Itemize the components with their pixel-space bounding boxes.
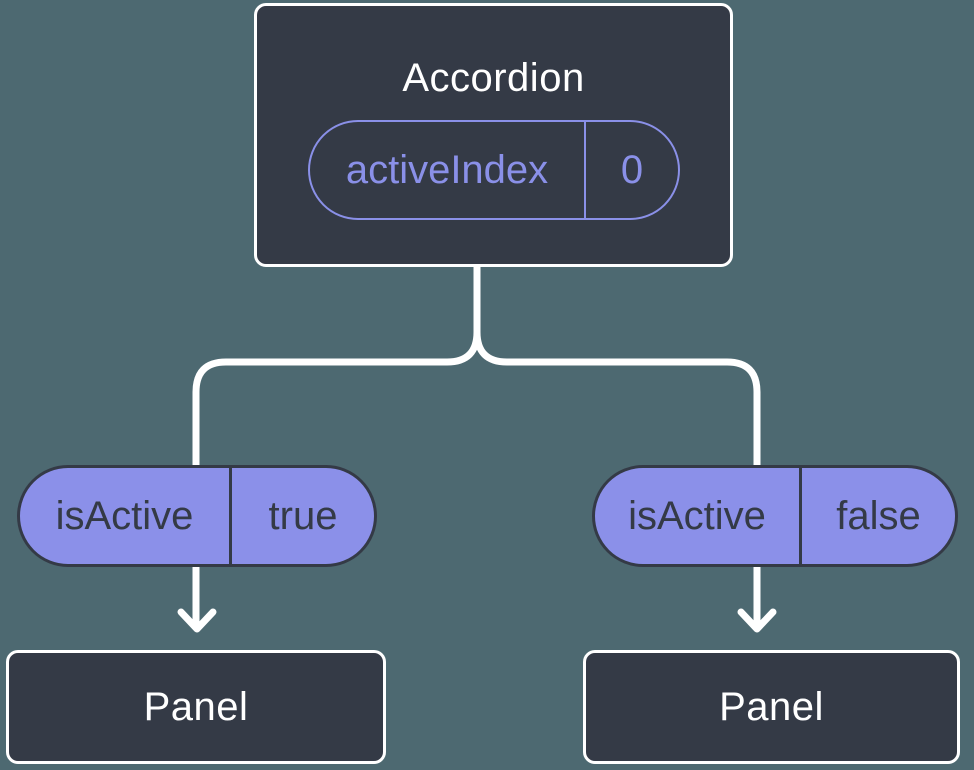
left-panel-node: Panel [6,650,386,764]
panel-node-title: Panel [719,685,824,729]
prop-name-label: isActive [595,468,802,564]
right-arrowhead-icon [737,608,777,633]
prop-value-label: false [836,494,921,538]
prop-name-label: isActive [20,468,232,564]
state-name-label: activeIndex [310,122,586,218]
left-is-active-prop-pill: isActive true [17,465,377,567]
active-index-state-pill: activeIndex 0 [308,120,680,220]
accordion-node-title: Accordion [402,56,585,100]
accordion-node: Accordion activeIndex 0 [254,3,733,267]
state-value-label: 0 [620,148,644,192]
panel-node-title: Panel [143,685,249,729]
right-panel-node: Panel [583,650,960,764]
right-branch-line [473,262,761,628]
left-branch-line [192,262,481,628]
left-arrowhead-icon [177,608,217,633]
prop-value-label: true [268,494,338,538]
right-is-active-prop-pill: isActive false [592,465,958,567]
